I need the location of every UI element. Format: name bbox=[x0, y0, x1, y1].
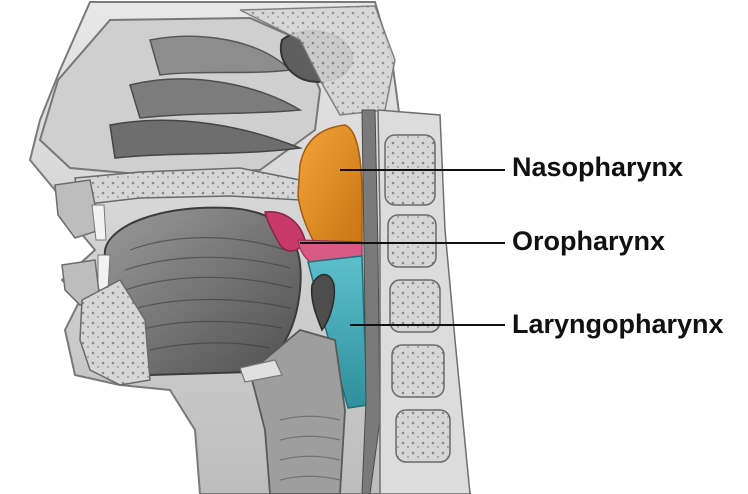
laryngopharynx-label: Laryngopharynx bbox=[512, 311, 724, 338]
oropharynx-label: Oropharynx bbox=[512, 228, 665, 255]
vertebra-c5 bbox=[396, 410, 450, 462]
nasopharynx-label: Nasopharynx bbox=[512, 154, 683, 181]
cervical-spine bbox=[378, 110, 470, 494]
vertebra-c2 bbox=[388, 215, 436, 267]
vertebra-c4 bbox=[392, 345, 444, 397]
lower-tooth bbox=[98, 255, 110, 290]
